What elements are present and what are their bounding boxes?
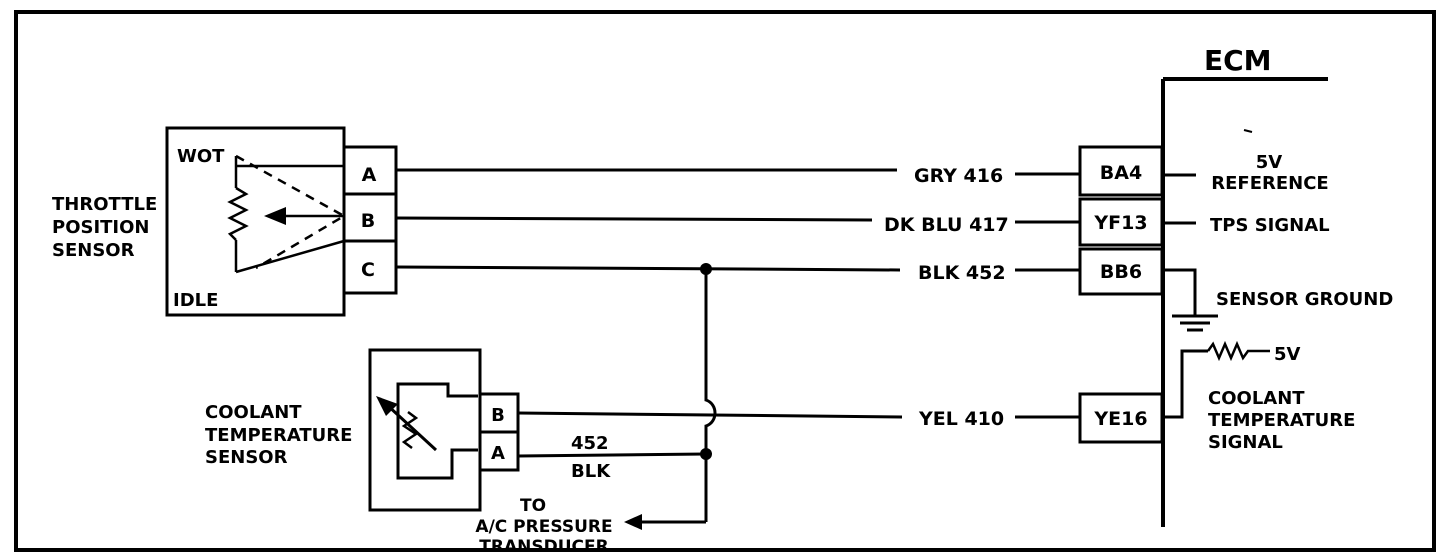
wire-label-blk-452: BLK 452: [918, 262, 1006, 284]
cts-wire-number: 452: [571, 433, 609, 454]
throttle-position-sensor: WOT IDLE A B C: [165, 126, 398, 317]
cts-pin-a-label: A: [491, 443, 505, 464]
wire-label-gry-416: GRY 416: [914, 165, 1003, 187]
tps-pin-a-label: A: [362, 164, 377, 186]
tps-name-line2: POSITION: [52, 217, 150, 238]
ac-arrow-icon: [624, 514, 642, 530]
terminal-bb6: BB6: [1078, 247, 1164, 296]
function-tps-signal: TPS SIGNAL: [1210, 215, 1330, 236]
tps-pin-c-label: C: [361, 259, 375, 281]
tps-wot-label: WOT: [177, 146, 225, 167]
pullup-lead: [1165, 349, 1208, 419]
cts-arrow-icon: [376, 396, 398, 416]
terminal-label: YF13: [1093, 212, 1147, 234]
wire-cts-452: [517, 452, 707, 458]
ecm-title: ECM: [1204, 44, 1272, 77]
function-coolant: COOLANT: [1208, 388, 1305, 409]
function-5v: 5V: [1256, 152, 1283, 173]
tps-connector: A B C: [342, 145, 398, 295]
speck: [1243, 129, 1253, 133]
wire-label-dk-blu-417: DK BLU 417: [884, 214, 1009, 236]
function-temperature: TEMPERATURE: [1208, 410, 1355, 431]
wire-blk-452-drop: [704, 269, 717, 522]
pullup-5v-label: 5V: [1274, 344, 1301, 365]
ac-note-line2: A/C PRESSURE: [475, 517, 612, 537]
tps-motion-dashes: [235, 154, 347, 270]
ground-symbol: [1172, 314, 1218, 332]
cts-wire-color: BLK: [571, 461, 611, 482]
tps-name-line3: SENSOR: [52, 240, 135, 261]
terminal-label: BB6: [1100, 261, 1142, 283]
terminal-ba4: BA4: [1078, 145, 1164, 197]
tps-name-line1: THROTTLE: [52, 194, 157, 215]
cts-thermistor-icon: [401, 411, 419, 449]
cts-probe-outline: [396, 382, 478, 480]
wire-dk-blu-417: [395, 216, 873, 222]
function-sensor-ground: SENSOR GROUND: [1216, 289, 1393, 310]
cts-pin-b-label: B: [491, 405, 505, 426]
tps-resistor-icon: [227, 186, 249, 241]
tps-idle-label: IDLE: [173, 290, 218, 311]
ground-lead: [1165, 268, 1197, 316]
terminal-label: BA4: [1100, 162, 1142, 184]
function-signal: SIGNAL: [1208, 432, 1283, 453]
cts-name-line2: TEMPERATURE: [205, 425, 352, 446]
terminal-ye16: YE16: [1078, 392, 1164, 444]
pullup-resistor-icon: [1206, 340, 1270, 362]
function-reference: REFERENCE: [1211, 173, 1328, 194]
tps-pin-b-label: B: [361, 210, 375, 232]
wire-label-yel-410: YEL 410: [918, 408, 1004, 430]
cts-name-line3: SENSOR: [205, 447, 288, 468]
wire-yel-410: [517, 411, 903, 419]
terminal-label: YE16: [1093, 408, 1147, 430]
cts-name-line1: COOLANT: [205, 402, 302, 423]
tps-wiper-arrow-icon: [264, 207, 286, 225]
cts-pin-a: [478, 430, 520, 472]
tps-lead-c: [235, 239, 345, 274]
ac-note-line3: TRANSDUCER: [479, 537, 608, 557]
coolant-temperature-sensor: B A: [368, 348, 520, 512]
terminal-yf13: YF13: [1078, 197, 1164, 247]
wire-blk-452: [395, 265, 901, 272]
cts-connector: B A: [478, 392, 520, 472]
diagram-frame: [14, 10, 1436, 552]
ac-note-line1: TO: [520, 496, 546, 516]
cts-body: [368, 348, 482, 512]
cts-variable-line: [384, 402, 438, 452]
